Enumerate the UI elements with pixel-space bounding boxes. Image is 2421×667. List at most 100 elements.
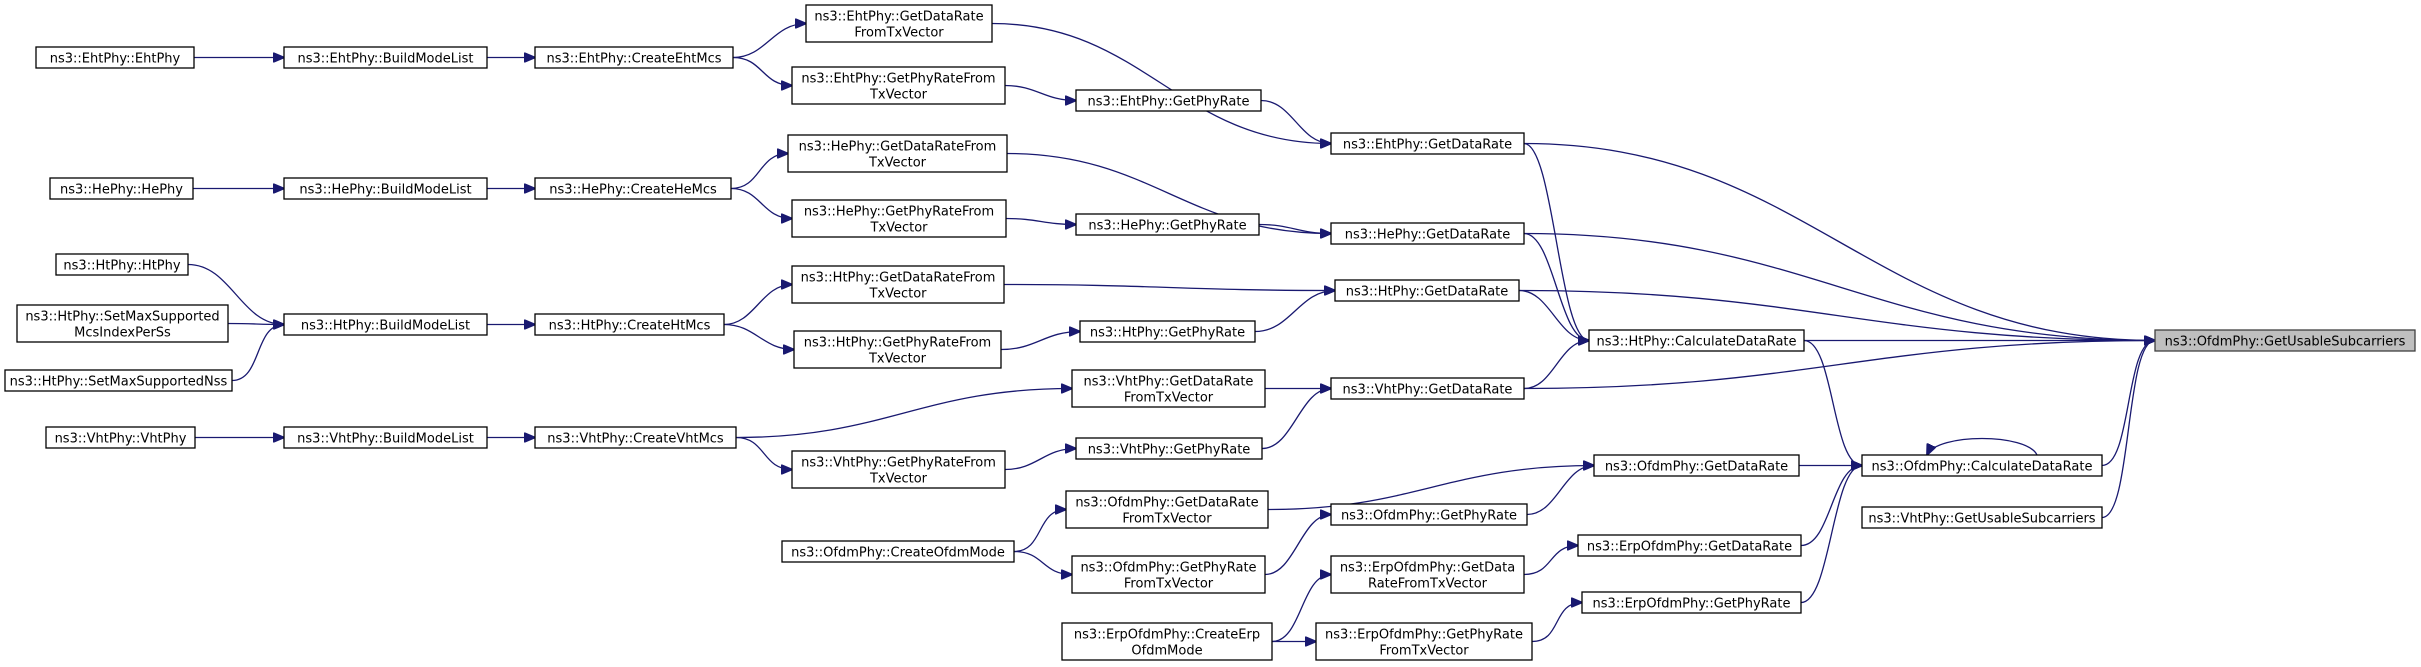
node-box	[1075, 437, 1263, 460]
edge-hephy-getdataratefromtxvector-to-hephy-getdatarate	[1006, 152, 1331, 234]
node-box	[1330, 503, 1528, 526]
node-ehtphy-ehtphy[interactable]: ns3::EhtPhy::EhtPhy	[35, 46, 195, 69]
edge-vhtphy-createvhtmcs-to-vhtphy-getdataratefromtxvector	[735, 389, 1072, 439]
node-box	[534, 313, 725, 336]
edge-htphy-getphyratefromtxvector-to-htphy-getphyrate	[1000, 332, 1080, 351]
node-label: OfdmMode	[1131, 644, 1202, 659]
edge-vhtphy-getphyrate-to-vhtphy-getdatarate	[1261, 389, 1331, 450]
node-ehtphy-buildmodelist[interactable]: ns3::EhtPhy::BuildModeList	[283, 46, 488, 69]
node-box	[35, 46, 195, 69]
edge-ofdmphy-getdataratefromtxvector-to-ofdmphy-getdatarate	[1267, 466, 1594, 511]
node-label: ns3::HePhy::BuildModeList	[299, 183, 471, 198]
node-ofdmphy-calculatedatarate[interactable]: ns3::OfdmPhy::CalculateDataRate	[1861, 454, 2103, 477]
node-box	[534, 426, 737, 449]
node-erpofdmphy-getphyrate[interactable]: ns3::ErpOfdmPhy::GetPhyRate	[1581, 591, 1802, 614]
node-label: TxVector	[869, 88, 928, 103]
edge-ofdmphy-getphyrate-to-ofdmphy-getdatarate	[1526, 466, 1594, 516]
node-vhtphy-getdatarate[interactable]: ns3::VhtPhy::GetDataRate	[1330, 377, 1525, 400]
node-hephy-buildmodelist[interactable]: ns3::HePhy::BuildModeList	[283, 177, 488, 200]
node-hephy-hephy[interactable]: ns3::HePhy::HePhy	[49, 177, 194, 200]
node-label: ns3::ErpOfdmPhy::GetPhyRate	[1325, 628, 1523, 643]
node-ofdmphy-createofdmmode[interactable]: ns3::OfdmPhy::CreateOfdmMode	[781, 540, 1015, 563]
node-htphy-getdatarate[interactable]: ns3::HtPhy::GetDataRate	[1334, 279, 1520, 302]
node-htphy-buildmodelist[interactable]: ns3::HtPhy::BuildModeList	[283, 313, 488, 336]
node-label: FromTxVector	[1124, 391, 1214, 406]
node-label: TxVector	[868, 156, 927, 171]
node-label: FromTxVector	[1122, 512, 1212, 527]
node-box	[1861, 506, 2103, 529]
node-ofdmphy-getphyrate[interactable]: ns3::OfdmPhy::GetPhyRate	[1330, 503, 1528, 526]
node-label: ns3::HePhy::GetPhyRateFrom	[804, 205, 994, 220]
node-box	[1315, 622, 1533, 661]
node-box	[1588, 329, 1805, 352]
node-box	[1593, 454, 1800, 477]
node-ehtphy-createehtmcs[interactable]: ns3::EhtPhy::CreateEhtMcs	[534, 46, 734, 69]
node-box	[283, 426, 488, 449]
node-label: ns3::OfdmPhy::CalculateDataRate	[1872, 460, 2093, 475]
edge-ehtphy-getdataratefromtxvector-to-ehtphy-getdatarate	[991, 22, 1331, 144]
node-label: ns3::EhtPhy::GetDataRate	[814, 10, 983, 25]
node-label: ns3::HePhy::CreateHeMcs	[549, 183, 717, 198]
node-hephy-getphyrate[interactable]: ns3::HePhy::GetPhyRate	[1075, 213, 1260, 236]
node-htphy-getphyrate[interactable]: ns3::HtPhy::GetPhyRate	[1079, 320, 1256, 343]
node-htphy-createhtmcs[interactable]: ns3::HtPhy::CreateHtMcs	[534, 313, 725, 336]
edge-hephy-getdatarate-to-htphy-calculatedatarate	[1523, 232, 1589, 341]
node-ofdmphy-getdatarate[interactable]: ns3::OfdmPhy::GetDataRate	[1593, 454, 1800, 477]
node-vhtphy-buildmodelist[interactable]: ns3::VhtPhy::BuildModeList	[283, 426, 488, 449]
node-box	[1079, 320, 1256, 343]
node-box	[781, 540, 1015, 563]
node-label: ns3::HePhy::HePhy	[60, 183, 183, 198]
node-hephy-getdatarate[interactable]: ns3::HePhy::GetDataRate	[1330, 222, 1525, 245]
node-box	[1330, 222, 1525, 245]
node-vhtphy-getphyrate[interactable]: ns3::VhtPhy::GetPhyRate	[1075, 437, 1263, 460]
node-htphy-setmaxsupportednss[interactable]: ns3::HtPhy::SetMaxSupportedNss	[4, 369, 233, 392]
node-ehtphy-getdatarate[interactable]: ns3::EhtPhy::GetDataRate	[1330, 132, 1525, 155]
node-label: ns3::VhtPhy::BuildModeList	[297, 432, 474, 447]
edge-ofdmphy-getphyratefromtxvector-to-ofdmphy-getphyrate	[1264, 515, 1331, 576]
node-hephy-createhemcs[interactable]: ns3::HePhy::CreateHeMcs	[534, 177, 732, 200]
node-htphy-htphy[interactable]: ns3::HtPhy::HtPhy	[55, 253, 189, 276]
node-box	[2154, 329, 2416, 352]
node-box	[787, 134, 1008, 173]
node-box	[1861, 454, 2103, 477]
edge-ofdmphy-calculatedatarate-to-ofdmphy-getusablesubcarriers	[2101, 341, 2155, 467]
node-label: ns3::VhtPhy::GetUsableSubcarriers	[1868, 512, 2095, 527]
edge-htphy-createhtmcs-to-htphy-getdataratefromtxvector	[723, 285, 792, 326]
node-box	[283, 313, 488, 336]
node-vhtphy-getusablesubcarriers[interactable]: ns3::VhtPhy::GetUsableSubcarriers	[1861, 506, 2103, 529]
node-box	[534, 46, 734, 69]
node-htphy-calculatedatarate[interactable]: ns3::HtPhy::CalculateDataRate	[1588, 329, 1805, 352]
node-vhtphy-createvhtmcs[interactable]: ns3::VhtPhy::CreateVhtMcs	[534, 426, 737, 449]
edge-erpofdmphy-createerpofdmmode-to-erpofdmphy-getdataratefromtxvector	[1271, 575, 1331, 643]
node-box	[791, 199, 1007, 238]
node-label: ns3::EhtPhy::EhtPhy	[50, 52, 181, 67]
node-label: ns3::VhtPhy::VhtPhy	[55, 432, 187, 447]
node-ehtphy-getphyrate[interactable]: ns3::EhtPhy::GetPhyRate	[1075, 89, 1262, 112]
edge-hephy-createhemcs-to-hephy-getdataratefromtxvector	[730, 154, 788, 190]
node-vhtphy-vhtphy[interactable]: ns3::VhtPhy::VhtPhy	[45, 426, 196, 449]
node-erpofdmphy-getdatarate[interactable]: ns3::ErpOfdmPhy::GetDataRate	[1577, 534, 1802, 557]
node-box	[534, 177, 732, 200]
node-label: ns3::ErpOfdmPhy::GetDataRate	[1587, 540, 1792, 555]
node-box	[283, 177, 488, 200]
node-box	[1577, 534, 1802, 557]
node-label: TxVector	[869, 472, 928, 487]
edge-hephy-getphyratefromtxvector-to-hephy-getphyrate	[1005, 217, 1076, 225]
edge-ehtphy-getphyratefromtxvector-to-ehtphy-getphyrate	[1004, 84, 1076, 101]
node-ofdmphy-getusablesubcarriers[interactable]: ns3::OfdmPhy::GetUsableSubcarriers	[2154, 329, 2416, 352]
